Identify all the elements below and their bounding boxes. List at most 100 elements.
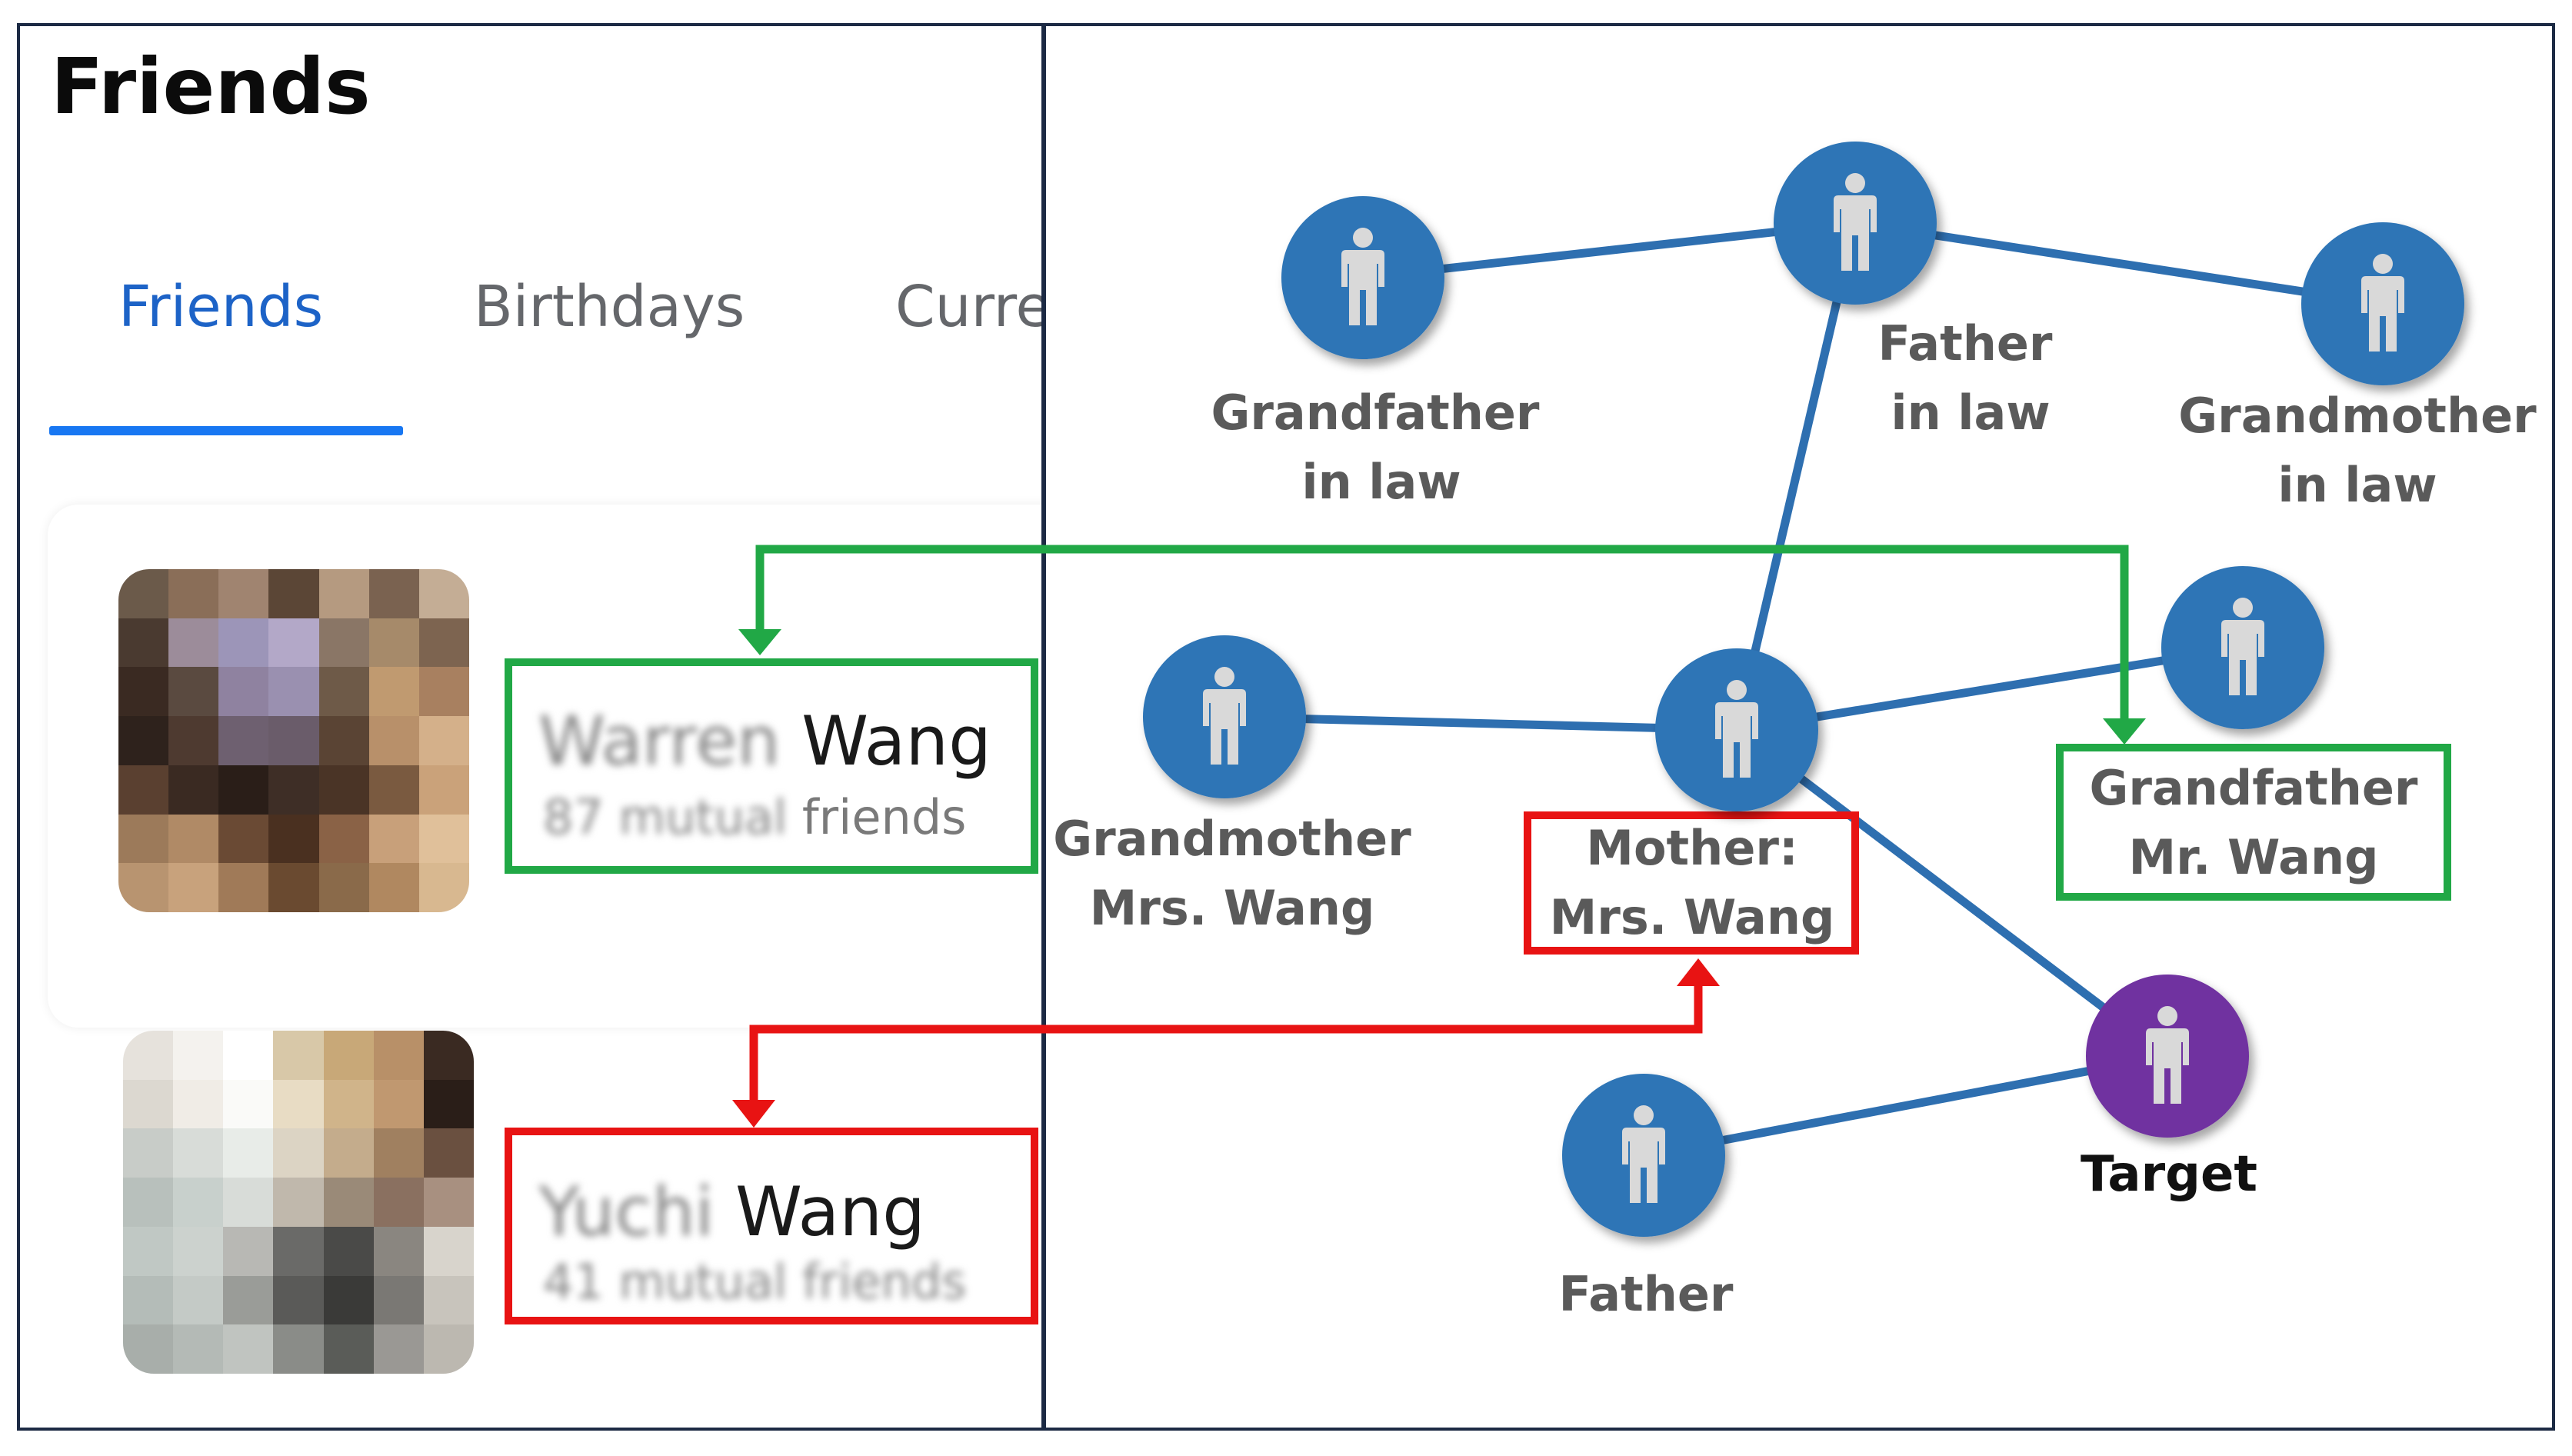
friend-name-highlight-green xyxy=(505,658,1038,874)
person-node-mother-mrs-wang xyxy=(1655,648,1818,811)
avatar-pixel xyxy=(168,667,219,717)
avatar-pixel xyxy=(123,1226,174,1276)
avatar-pixel xyxy=(168,569,219,618)
avatar-pixel xyxy=(318,814,369,864)
label-mother-2: Mrs. Wang xyxy=(1550,889,1835,945)
panel-divider xyxy=(1041,23,1046,1431)
avatar-pixel xyxy=(373,1128,424,1178)
avatar-pixel xyxy=(268,716,319,765)
avatar-pixel xyxy=(273,1128,324,1178)
avatar-pixel xyxy=(118,765,169,815)
avatar-pixel xyxy=(318,569,369,618)
avatar-pixel xyxy=(168,618,219,668)
avatar-pixel xyxy=(373,1226,424,1276)
avatar-pixel xyxy=(223,1275,274,1325)
mother-highlight-box xyxy=(1524,811,1859,955)
label-father-in-law-1: Father xyxy=(1878,315,2053,371)
link-mother-target xyxy=(1734,726,2171,1060)
link-mother-grandfather xyxy=(1736,643,2244,735)
avatar-pixel xyxy=(423,1275,474,1325)
avatar-pixel xyxy=(218,569,269,618)
mutual-friends-label: friends xyxy=(801,789,967,845)
avatar-pixel xyxy=(368,618,419,668)
avatar-pixel xyxy=(323,1079,374,1129)
avatar-pixel xyxy=(423,1079,474,1129)
green-arrowhead-left xyxy=(738,629,781,655)
avatar-pixel xyxy=(218,765,269,815)
avatar-pixel xyxy=(173,1324,224,1374)
tab-current[interactable]: Curre xyxy=(895,274,1041,340)
avatar[interactable] xyxy=(123,1031,474,1374)
avatar-pixel xyxy=(218,667,269,717)
avatar-pixel xyxy=(123,1079,174,1129)
avatar-pixel xyxy=(123,1031,174,1080)
blurred-mutual-count: 87 mutual xyxy=(543,789,788,845)
label-grandmother-mrs-wang-2: Mrs. Wang xyxy=(1090,880,1375,936)
avatar-pixel xyxy=(368,814,419,864)
mutual-friends: 41 mutual friends xyxy=(543,1254,966,1310)
avatar-pixel xyxy=(418,765,469,815)
avatar-pixel xyxy=(168,814,219,864)
label-grandmother-mrs-wang-1: Grandmother xyxy=(1053,811,1411,867)
avatar-pixel xyxy=(418,716,469,765)
avatar-pixel xyxy=(273,1079,324,1129)
avatar-pixel xyxy=(218,814,269,864)
person-node-target xyxy=(2086,975,2249,1138)
avatar-pixel xyxy=(373,1275,424,1325)
avatar-pixel xyxy=(423,1128,474,1178)
label-grandmother-in-law-2: in law xyxy=(2277,457,2437,513)
avatar-pixel xyxy=(368,863,419,912)
avatar-pixel xyxy=(118,667,169,717)
avatar-pixel xyxy=(418,814,469,864)
avatar-pixel xyxy=(123,1128,174,1178)
friend-surname: Wang xyxy=(801,701,992,781)
avatar-pixel xyxy=(168,863,219,912)
avatar-pixel xyxy=(268,618,319,668)
avatar-pixel xyxy=(423,1226,474,1276)
person-node-grandfather-in-law xyxy=(1281,196,1444,359)
avatar-pixel xyxy=(223,1031,274,1080)
label-grandmother-in-law-1: Grandmother xyxy=(2178,388,2537,444)
avatar-pixel xyxy=(323,1128,374,1178)
avatar-pixel xyxy=(273,1178,324,1227)
red-connector-line xyxy=(749,978,1703,1108)
avatar-pixel xyxy=(218,716,269,765)
friend-name[interactable]: Warren Wang xyxy=(538,701,991,781)
avatar-pixel xyxy=(368,667,419,717)
avatar-pixel xyxy=(123,1178,174,1227)
relationship-links xyxy=(1224,218,2384,1160)
avatar-pixel xyxy=(223,1128,274,1178)
label-grandfather-mr-wang-1: Grandfather xyxy=(2089,760,2417,816)
avatar-pixel xyxy=(318,765,369,815)
person-node-father xyxy=(1562,1074,1725,1237)
blurred-first-name: Warren xyxy=(538,701,781,781)
red-arrowhead-up xyxy=(1677,958,1720,986)
avatar-pixel xyxy=(268,863,319,912)
avatar-pixel xyxy=(168,765,219,815)
avatar-pixel xyxy=(373,1178,424,1227)
tab-birthdays[interactable]: Birthdays xyxy=(474,274,745,340)
friend-name[interactable]: Yuchi Wang xyxy=(538,1172,925,1251)
avatar-pixel xyxy=(268,569,319,618)
blurred-mutual-friends: 41 mutual friends xyxy=(543,1254,967,1310)
tab-friends[interactable]: Friends xyxy=(118,274,324,340)
green-arrowhead-right xyxy=(2103,718,2146,745)
avatar-pixel xyxy=(123,1275,174,1325)
avatar-pixel xyxy=(223,1226,274,1276)
link-grandfather-in-law-father-in-law xyxy=(1362,218,1856,282)
mutual-friends: 87 mutual friends xyxy=(543,789,966,845)
avatar-pixel xyxy=(373,1079,424,1129)
avatar-pixel xyxy=(368,569,419,618)
green-connector-line xyxy=(755,545,2129,725)
avatar-pixel xyxy=(423,1178,474,1227)
label-grandfather-in-law-2: in law xyxy=(1301,454,1461,510)
blurred-first-name: Yuchi xyxy=(538,1172,715,1251)
person-node-grandmother-mrs-wang xyxy=(1143,635,1306,798)
avatar-pixel xyxy=(273,1031,324,1080)
person-node-grandmother-in-law xyxy=(2301,222,2464,385)
red-arrowhead-left xyxy=(732,1100,775,1128)
avatar[interactable] xyxy=(118,569,469,912)
avatar-pixel xyxy=(273,1275,324,1325)
avatar-pixel xyxy=(118,814,169,864)
avatar-pixel xyxy=(173,1178,224,1227)
